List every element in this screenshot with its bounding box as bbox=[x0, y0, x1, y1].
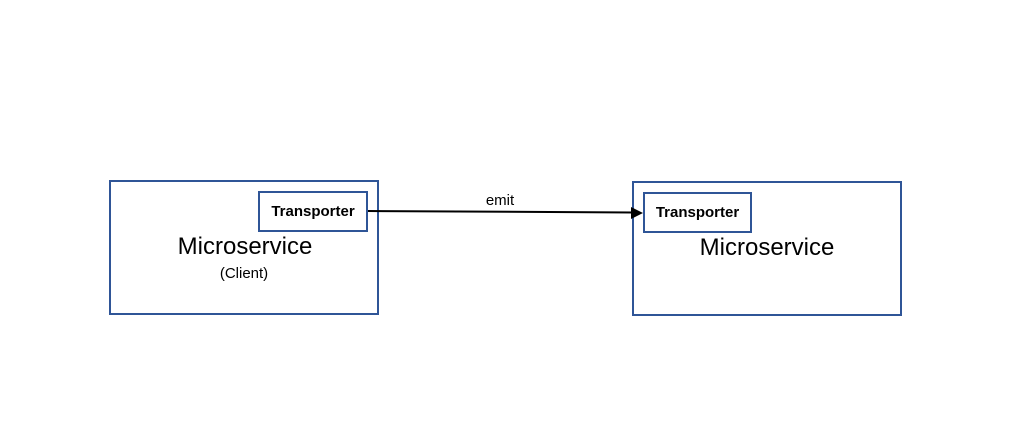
emit-arrow-line bbox=[367, 210, 634, 214]
client-microservice-title: Microservice bbox=[177, 233, 313, 260]
emit-label: emit bbox=[485, 192, 515, 209]
client-subtitle: (Client) bbox=[219, 265, 269, 282]
server-transporter-label: Transporter bbox=[655, 204, 740, 221]
client-transporter-label: Transporter bbox=[271, 203, 355, 220]
client-transporter-box: Transporter bbox=[258, 191, 368, 232]
server-transporter-box: Transporter bbox=[643, 192, 752, 233]
server-microservice-title: Microservice bbox=[699, 234, 835, 261]
